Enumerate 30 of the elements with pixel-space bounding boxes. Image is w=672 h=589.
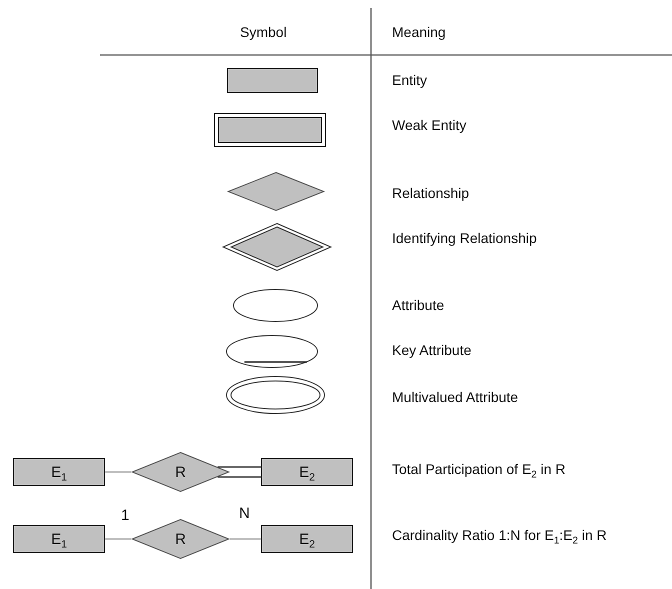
weak-entity-symbol [214, 113, 326, 147]
meaning-text: Entity [392, 72, 428, 88]
relationship-diamond: R [131, 452, 230, 492]
connector-line [230, 538, 261, 540]
column-header: Meaning [392, 24, 446, 40]
relationship-symbol [227, 172, 325, 211]
attribute-symbol [233, 289, 318, 322]
connector-line [105, 538, 131, 540]
entity-box: E$_{1}$ [13, 525, 105, 553]
meaning-text: Multivalued Attribute [392, 389, 518, 405]
meaning-text: Relationship [392, 185, 470, 201]
entity-box: E$_{2}$ [261, 525, 353, 553]
meaning-text: Attribute [392, 297, 444, 313]
meaning-text: Total Participation of E$_{2}$ in R [392, 461, 566, 477]
meaning-text: Cardinality Ratio 1:N for E$_{1}$:E$_{2}$ in R [392, 527, 607, 543]
cardinality-label: 1 [120, 508, 130, 523]
multivalued-attribute-symbol [226, 376, 325, 414]
identifying-relationship-symbol [222, 223, 332, 271]
entity-symbol [227, 68, 318, 93]
connector-line [105, 471, 131, 473]
column-header: Symbol [240, 24, 287, 40]
cardinality-label: N [238, 506, 251, 521]
relationship-diamond: R [131, 519, 230, 559]
entity-box: E$_{1}$ [13, 458, 105, 486]
meaning-text: Identifying Relationship [392, 230, 537, 246]
key-attribute-symbol [226, 335, 318, 368]
entity-box: E$_{2}$ [261, 458, 353, 486]
meaning-text: Weak Entity [392, 117, 466, 133]
meaning-text: Key Attribute [392, 342, 472, 358]
double-line [216, 466, 262, 478]
